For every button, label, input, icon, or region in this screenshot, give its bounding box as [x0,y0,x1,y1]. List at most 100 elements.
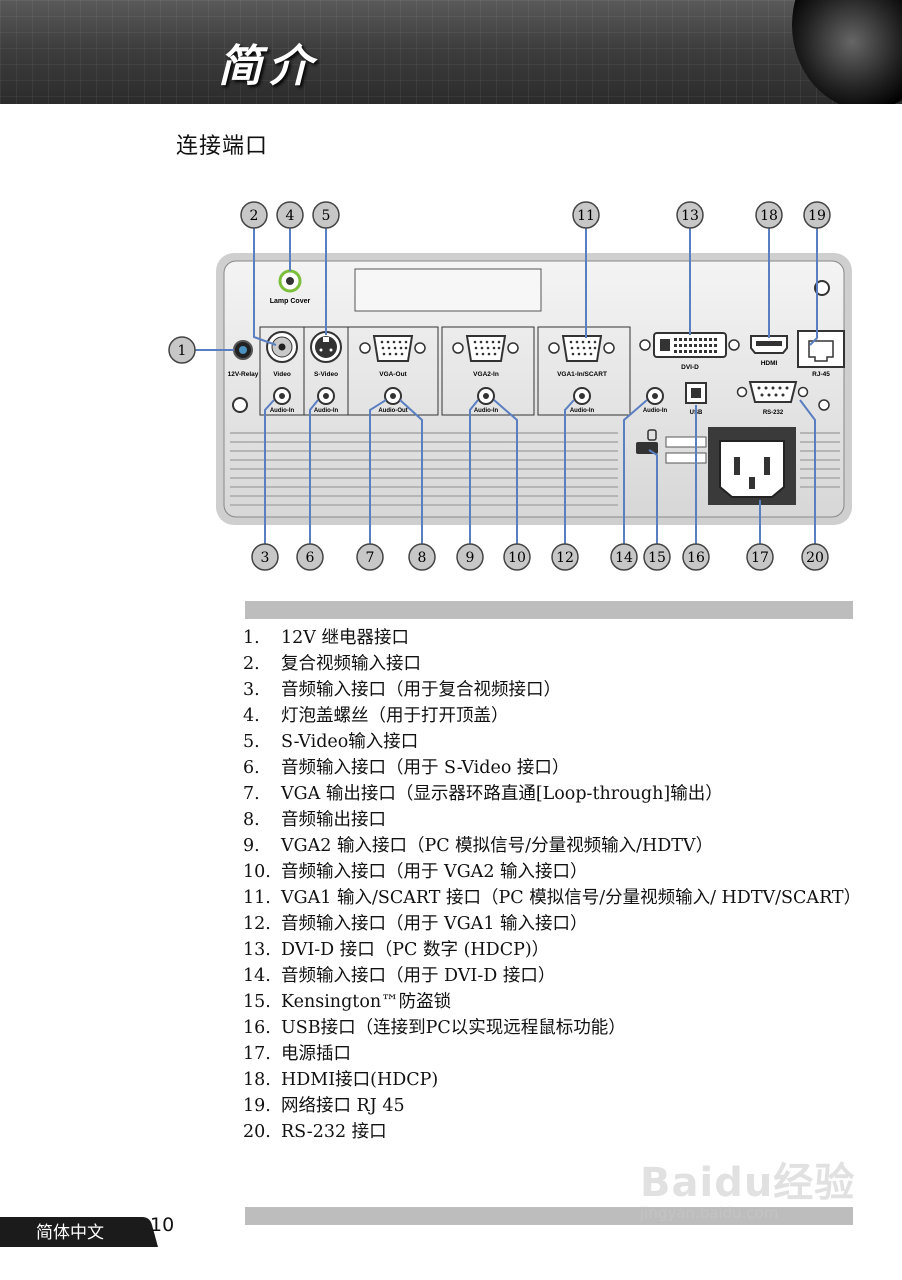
section-title: 连接端口 [176,134,269,159]
port-number: 1. [243,628,260,648]
callout-10 [503,543,531,571]
watermark-brand: Baidu经验 [640,1160,856,1206]
callout-label-13: 13 [681,208,699,224]
port-number: 15. [243,992,271,1012]
callout-label-5: 5 [322,208,331,224]
port-list-item: 17. 电源插口 [243,1041,853,1067]
callout-4 [276,201,304,229]
port-number: 13. [243,940,271,960]
callout-2 [240,201,268,229]
callout-label-14: 14 [615,550,633,566]
vga1-in-label: VGA1-In/SCART [557,371,607,378]
port-description: 12V 继电器接口 [281,628,409,648]
callout-8 [408,543,436,571]
audio-in-label-vga2: Audio-In [474,408,499,414]
port-number: 16. [243,1018,271,1038]
callout-label-19: 19 [808,208,826,224]
port-number: 8. [243,810,260,830]
callout-13 [676,201,704,229]
panel-screw-right [814,280,830,296]
callout-label-18: 18 [760,208,778,224]
callout-18 [755,201,783,229]
callout-label-12: 12 [556,550,574,566]
callout-12 [551,543,579,571]
port-list-item: 1. 12V 继电器接口 [243,625,853,651]
port-description: 音频输入接口（用于 S-Video 接口） [281,758,570,778]
hdmi-label: HDMI [761,360,778,367]
callouts-bottom: 3 6 7 8 9 10 12 14 15 16 17 20 [251,543,829,571]
port-description: RS-232 接口 [281,1122,387,1142]
callout-20 [801,543,829,571]
port-number: 5. [243,732,260,752]
port-list-item: 16. USB接口（连接到PC以实现远程鼠标功能） [243,1015,853,1041]
port-list-item: 18. HDMI接口(HDCP) [243,1067,853,1093]
callout-leader-lines [194,228,818,547]
callout-label-1: 1 [178,343,187,359]
port-description: 电源插口 [281,1044,351,1064]
svideo-label: S-Video [314,371,338,378]
callout-3 [251,543,279,571]
callout-17 [746,543,774,571]
rj45-port [797,330,845,368]
ground-screw [818,399,830,411]
port-description: S-Video输入接口 [281,732,419,752]
audio-in-label-svideo: Audio-In [314,408,339,414]
port-list-item: 9. VGA2 输入接口（PC 模拟信号/分量视频输入/HDTV） [243,833,853,859]
port-number: 9. [243,836,260,856]
rs232-label: RS-232 [763,410,784,416]
vga-out-port [359,335,426,362]
hdmi-port [750,335,788,354]
callout-11 [572,201,600,229]
video-label: Video [273,371,291,378]
port-description: HDMI接口(HDCP) [281,1070,439,1090]
callout-label-6: 6 [306,550,315,566]
footer-language-label: 简体中文 [36,1223,104,1243]
callout-19 [803,201,831,229]
callout-16 [682,543,710,571]
callout-14 [610,543,638,571]
port-description: 音频输入接口（用于复合视频接口） [281,680,561,700]
port-list-item: 11.VGA1 输入/SCART 接口（PC 模拟信号/分量视频输入/ HDTV… [243,885,861,911]
port-number: 14. [243,966,271,986]
port-description: 音频输出接口 [281,810,386,830]
port-description: USB接口（连接到PC以实现远程鼠标功能） [281,1018,626,1038]
callout-label-10: 10 [508,550,526,566]
callout-label-11: 11 [577,208,595,224]
port-list-item: 10.音频输入接口（用于 VGA2 输入接口） [243,859,853,885]
panel-top-slot [354,268,542,312]
callout-label-8: 8 [418,550,427,566]
audio-in-label-dvi: Audio-In [643,408,668,414]
port-number: 17. [243,1044,271,1064]
vga-out-section-box [347,326,439,416]
port-number: 18. [243,1070,271,1090]
port-number: 6. [243,758,260,778]
callout-label-16: 16 [687,550,705,566]
lamp-cover-label: Lamp Cover [270,298,311,305]
callouts-top: 2 4 5 11 13 18 19 1 [168,201,831,364]
port-list-item: 6. 音频输入接口（用于 S-Video 接口） [243,755,853,781]
port-list-item: 20.RS-232 接口 [243,1119,853,1145]
callout-9 [456,543,484,571]
audio-out-label: Audio-Out [378,408,407,414]
callout-15 [643,543,671,571]
port-description: 音频输入接口（用于 VGA2 输入接口） [281,862,588,882]
callout-6 [296,543,324,571]
vga2-in-port [452,335,519,362]
audio-in-label-vga1: Audio-In [570,408,595,414]
port-description: VGA2 输入接口（PC 模拟信号/分量视频输入/HDTV） [281,836,714,856]
port-list-item: 12.音频输入接口（用于 VGA1 输入接口） [243,911,853,937]
port-description: DVI-D 接口（PC 数字 (HDCP)） [281,940,550,960]
watermark-url: jingyan.baidu.com [640,1204,779,1222]
callout-5 [312,201,340,229]
port-list-item: 7.VGA 输出接口（显示器环路直通[Loop-through]输出） [243,781,853,807]
callout-label-7: 7 [366,550,375,566]
vga2-in-label: VGA2-In [473,371,499,378]
port-description: Kensington™防盗锁 [281,992,452,1012]
vent-grille [230,432,840,506]
dvi-d-port [639,332,740,358]
port-list-item: 14.音频输入接口（用于 DVI-D 接口） [243,963,853,989]
port-list-item: 4.灯泡盖螺丝（用于打开顶盖） [243,703,853,729]
port-description: VGA 输出接口（显示器环路直通[Loop-through]输出） [281,784,723,804]
port-description: 复合视频输入接口 [281,654,421,674]
